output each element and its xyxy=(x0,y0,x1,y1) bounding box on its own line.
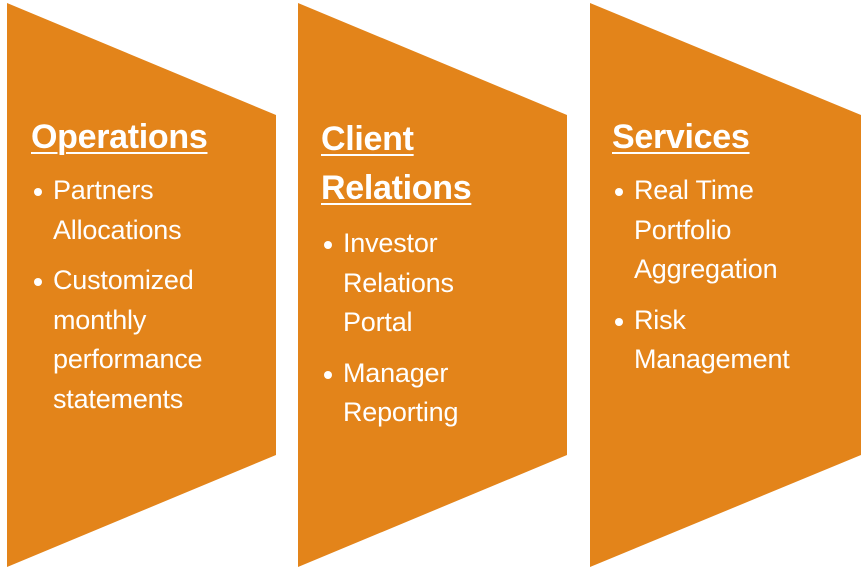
bullet-icon xyxy=(324,370,332,379)
bullet-list: Investor Relations Portal Manager Report… xyxy=(321,224,561,433)
bullet-list: Partners Allocations Customized monthly … xyxy=(31,171,271,419)
bullet-item: Manager Reporting xyxy=(321,354,561,433)
panel-content: Operations Partners Allocations Customiz… xyxy=(31,115,271,419)
panel-operations: Operations Partners Allocations Customiz… xyxy=(7,0,277,570)
panel-services: Services Real Time Portfolio Aggregation… xyxy=(590,0,861,570)
bullet-item: Real Time Portfolio Aggregation xyxy=(612,171,857,290)
chevron-shape-operations xyxy=(7,3,276,567)
bullet-icon xyxy=(34,278,42,286)
panel-title: Operations xyxy=(31,118,208,156)
bullet-item: Partners Allocations xyxy=(31,171,271,250)
panel-title: Services xyxy=(612,118,750,156)
panel-content: Services Real Time Portfolio Aggregation… xyxy=(612,115,857,380)
bullet-icon xyxy=(34,188,42,196)
bullet-icon xyxy=(615,188,623,196)
bullet-item: Investor Relations Portal xyxy=(321,224,561,343)
bullet-icon xyxy=(615,317,623,326)
chevron-shape-client-relations xyxy=(298,3,567,567)
bullet-list: Real Time Portfolio Aggregation Risk Man… xyxy=(612,171,857,380)
panel-title: Client Relations xyxy=(321,120,472,207)
panel-client-relations: Client Relations Investor Relations Port… xyxy=(298,0,568,570)
bullet-item: Customized monthly performance statement… xyxy=(31,261,271,419)
chevron-shape-services xyxy=(590,3,861,567)
panel-content: Client Relations Investor Relations Port… xyxy=(321,115,561,433)
bullet-item: Risk Management xyxy=(612,301,857,380)
bullet-icon xyxy=(324,241,332,249)
